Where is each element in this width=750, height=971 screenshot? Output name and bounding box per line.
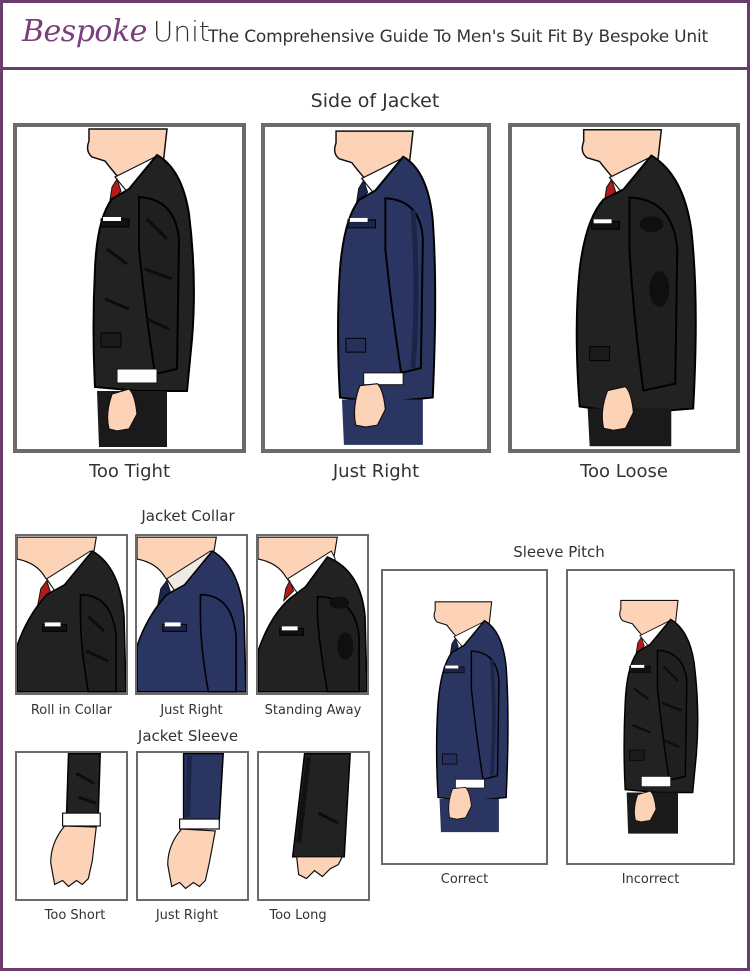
caption-standing-away: Standing Away <box>264 703 362 718</box>
caption-roll-in-collar: Roll in Collar <box>30 703 113 718</box>
caption-incorrect: Incorrect <box>621 872 680 887</box>
collar-fitted-illustration <box>137 536 246 693</box>
sleeve-just-right-illustration <box>138 753 247 899</box>
caption-sleeve-just-right: Just Right <box>155 908 219 923</box>
caption-too-tight: Too Tight <box>88 461 171 482</box>
panel-too-loose <box>508 123 740 453</box>
navy-suit-side-fitted-illustration <box>265 127 487 449</box>
header: Bespoke Unit The Comprehensive Guide To … <box>0 0 750 70</box>
sleeve-too-short-illustration <box>17 753 126 899</box>
sleeve-too-long-illustration <box>259 753 368 899</box>
black-suit-side-tight-illustration <box>17 127 242 449</box>
page-title: The Comprehensive Guide To Men's Suit Fi… <box>208 27 708 47</box>
panel-pitch-incorrect <box>566 569 735 865</box>
section-title-jacket-sleeve: Jacket Sleeve <box>137 727 239 745</box>
collar-standing-away-illustration <box>258 536 367 693</box>
section-title-sleeve-pitch: Sleeve Pitch <box>513 543 605 561</box>
panel-sleeve-just-right <box>136 751 249 901</box>
panel-sleeve-too-long <box>257 751 370 901</box>
caption-collar-just-right: Just Right <box>160 703 223 718</box>
caption-just-right: Just Right <box>332 461 420 482</box>
caption-correct: Correct <box>440 872 489 887</box>
brand-script-text: Bespoke <box>22 14 147 49</box>
section-title-side-of-jacket: Side of Jacket <box>310 90 440 112</box>
panel-roll-in-collar <box>15 534 128 695</box>
panel-pitch-correct <box>381 569 548 865</box>
section-title-jacket-collar: Jacket Collar <box>141 507 235 525</box>
panel-too-tight <box>13 123 246 453</box>
sleeve-pitch-incorrect-illustration <box>568 571 733 863</box>
brand-unit-text: Unit <box>152 15 210 48</box>
caption-too-loose: Too Loose <box>580 461 668 482</box>
collar-roll-illustration <box>17 536 126 693</box>
caption-too-short: Too Short <box>44 908 106 923</box>
sleeve-pitch-correct-illustration <box>383 571 546 863</box>
panel-just-right <box>261 123 491 453</box>
panel-collar-just-right <box>135 534 248 695</box>
brand-logo: Bespoke Unit <box>22 14 210 54</box>
black-suit-side-loose-illustration <box>512 127 736 449</box>
panel-standing-away <box>256 534 369 695</box>
caption-too-long: Too Long <box>269 908 327 923</box>
panel-sleeve-too-short <box>15 751 128 901</box>
